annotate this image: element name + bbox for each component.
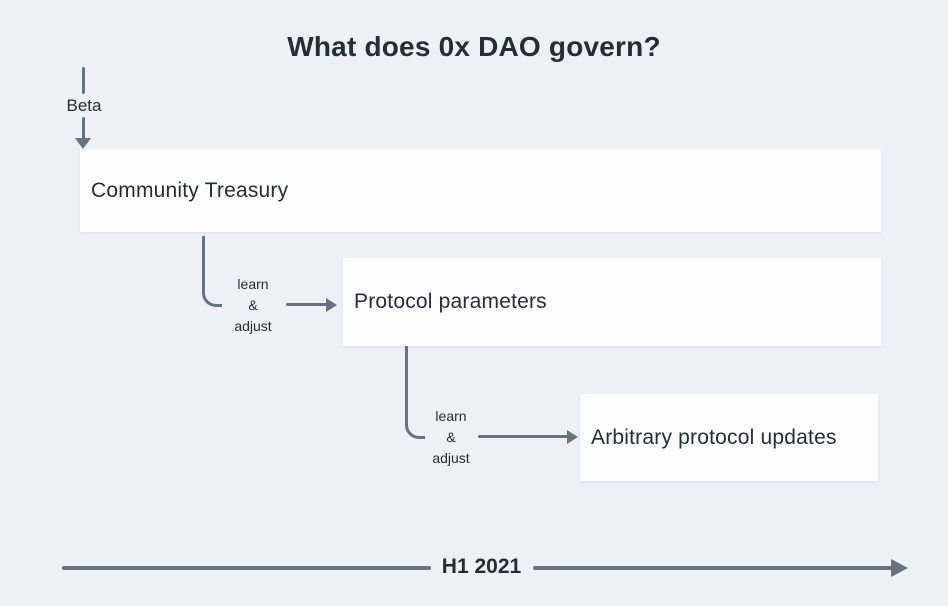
timeline-line-left: [62, 566, 431, 570]
node-label: Community Treasury: [91, 179, 289, 202]
right-arrow-icon-1: [326, 298, 337, 312]
beta-label: Beta: [66, 96, 102, 115]
timeline-label: H1 2021: [441, 555, 522, 578]
elbow-connector-1: [202, 236, 222, 307]
page-title: What does 0x DAO govern?: [287, 31, 661, 62]
arrow-line-2: [478, 435, 568, 438]
node-label: Protocol parameters: [354, 290, 547, 313]
timeline-line-right: [533, 566, 893, 570]
node-community-treasury: Community Treasury: [80, 150, 881, 232]
right-arrow-icon-2: [567, 430, 578, 444]
arrow-line-1: [286, 303, 327, 306]
timeline-arrow-icon: [891, 559, 908, 577]
down-arrow-icon: [75, 138, 91, 149]
node-protocol-parameters: Protocol parameters: [343, 258, 881, 346]
connector-label-1: learn & adjust: [234, 276, 272, 334]
beta-line-top: [82, 67, 85, 94]
beta-line-bottom: [82, 117, 85, 139]
node-label: Arbitrary protocol updates: [591, 425, 837, 449]
elbow-connector-2: [405, 346, 425, 439]
connector-label-2: learn & adjust: [432, 408, 470, 466]
node-arbitrary-protocol-updates: Arbitrary protocol updates: [580, 394, 878, 481]
